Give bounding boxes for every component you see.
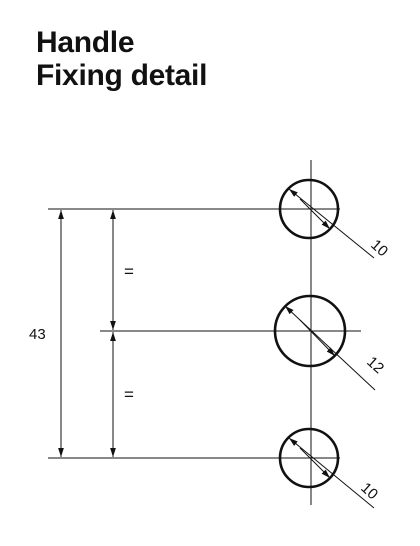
diameter-label-top: 10 [367,236,391,260]
title-line-1: Handle [36,26,135,59]
diameter-leader-middle [284,305,376,391]
equal-label-upper: = [124,262,134,281]
equal-label-lower: = [124,385,134,404]
drawing-title: Handle Fixing detail [36,26,207,92]
diameter-arrow-top-inner [299,198,331,230]
overall-height-label: 43 [29,326,46,343]
diameter-label-bottom: 10 [357,479,381,503]
diameter-label-middle: 12 [363,353,387,377]
diameter-arrow-bottom-inner [299,447,331,479]
title-line-2: Fixing detail [36,59,208,92]
diameter-arrow-middle-inner [299,319,336,357]
diameter-leader-top [288,188,375,259]
hole-middle [273,294,347,368]
hole-bottom [278,427,340,489]
hole-top [278,178,340,240]
diameter-leader-bottom [288,437,375,509]
